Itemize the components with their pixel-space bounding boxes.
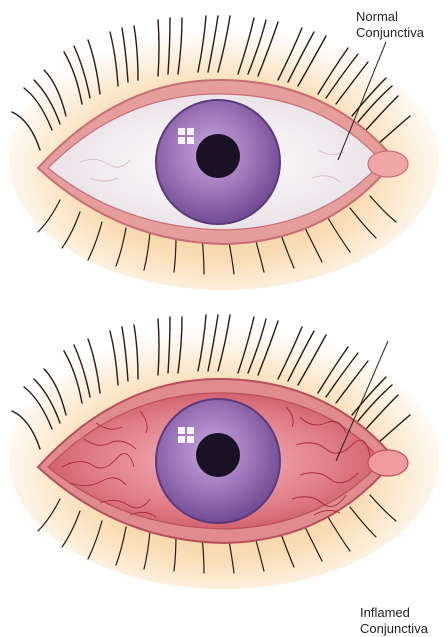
inflamed-eye-panel: Inflamed Conjunctiva (0, 299, 448, 597)
pupil (196, 433, 240, 477)
normal-conjunctiva-label: Normal Conjunctiva (356, 9, 424, 41)
caruncle (368, 450, 408, 476)
pupil (196, 134, 240, 178)
caruncle (368, 151, 408, 177)
normal-eye-illustration (0, 0, 448, 298)
label-line-2: Conjunctiva (356, 25, 424, 41)
normal-eye-panel: Normal Conjunctiva (0, 0, 448, 298)
inflamed-conjunctiva-label: Inflamed Conjunctiva (360, 605, 428, 637)
label-line-1: Normal (356, 9, 424, 25)
label-line-2: Conjunctiva (360, 621, 428, 637)
inflamed-eye-illustration (0, 299, 448, 597)
label-line-1: Inflamed (360, 605, 428, 621)
